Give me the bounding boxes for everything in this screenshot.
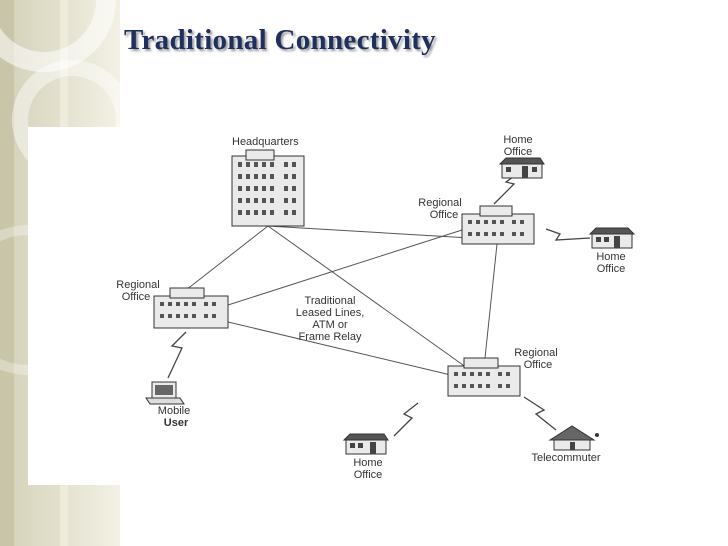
label-leased-lines-2: Leased Lines,: [296, 307, 365, 319]
home-office-top-house-icon: [498, 157, 545, 179]
regional-office-left-building-icon: [153, 287, 229, 329]
leased-line-links: [185, 225, 498, 377]
label-regional-top-right-1: Regional: [418, 197, 461, 209]
label-headquarters: Headquarters: [232, 136, 299, 148]
label-mobile-user-2: User: [164, 417, 189, 429]
network-diagram: Headquarters Home Office Regional Office…: [116, 134, 636, 481]
label-home-bottom-2: Office: [354, 469, 383, 481]
home-office-bottom-house-icon: [342, 433, 389, 455]
label-mobile-user-1: Mobile: [158, 405, 190, 417]
label-leased-lines-3: ATM or: [312, 319, 348, 331]
label-home-bottom-1: Home: [353, 457, 382, 469]
label-regional-top-right-2: Office: [430, 209, 459, 221]
label-telecommuter: Telecommuter: [531, 452, 600, 464]
telecommuter-house-icon: [548, 425, 599, 451]
regional-office-top-right-building-icon: [461, 205, 535, 245]
home-office-right-house-icon: [588, 227, 636, 249]
label-leased-lines-4: Frame Relay: [299, 331, 362, 343]
mobile-user-laptop-icon: [145, 381, 185, 405]
label-regional-bottom-1: Regional: [514, 347, 557, 359]
label-home-top-2: Office: [504, 146, 533, 158]
label-regional-bottom-2: Office: [524, 359, 553, 371]
label-home-right-2: Office: [597, 263, 626, 275]
label-home-top-1: Home: [503, 134, 532, 146]
label-home-right-1: Home: [596, 251, 625, 263]
label-leased-lines-1: Traditional: [305, 295, 356, 307]
slide-title: Traditional Connectivity: [124, 24, 436, 56]
label-regional-left-2: Office: [122, 291, 151, 303]
label-regional-left-1: Regional: [116, 279, 159, 291]
regional-office-bottom-building-icon: [447, 357, 521, 397]
diagram-panel: Headquarters Home Office Regional Office…: [28, 127, 700, 485]
headquarters-building-icon: [231, 149, 305, 227]
